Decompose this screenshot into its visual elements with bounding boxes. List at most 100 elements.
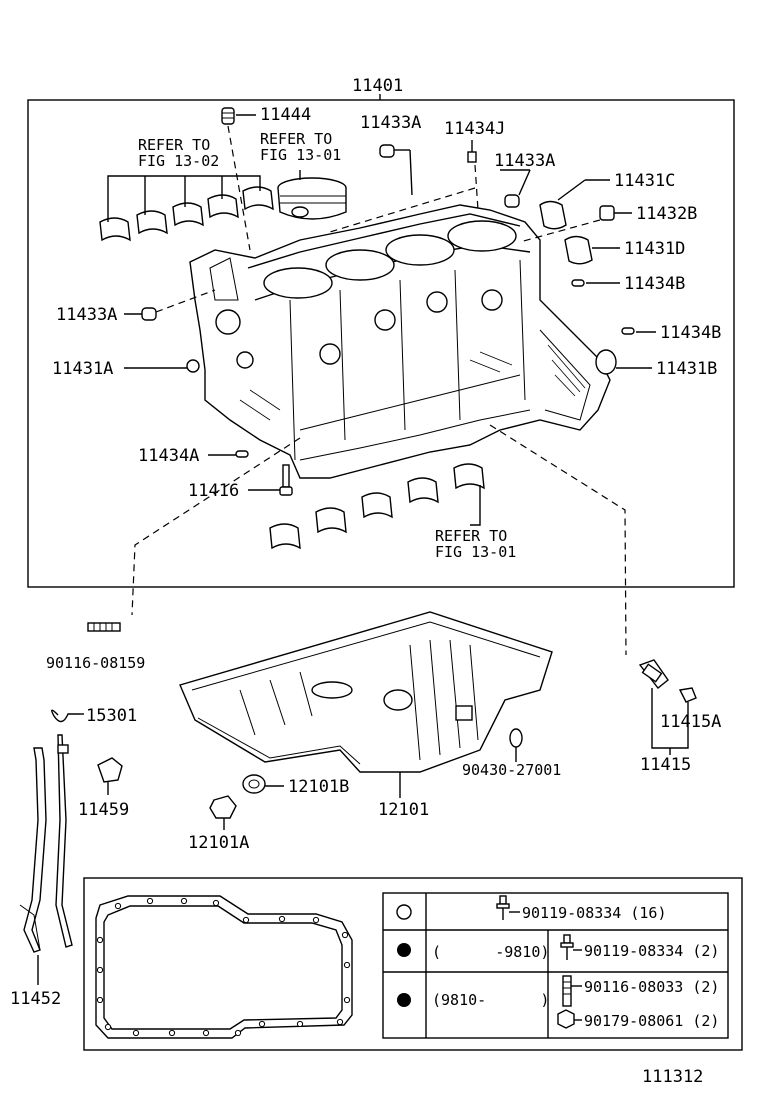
upper-bearings bbox=[99, 186, 274, 242]
pin-11434b-top bbox=[571, 279, 585, 287]
legend-filled-circle-symbol bbox=[397, 943, 411, 957]
callout-12101: 12101 bbox=[378, 800, 429, 820]
callout-11432b: 11432B bbox=[636, 204, 697, 224]
gasket-bolt-hole bbox=[180, 897, 188, 905]
callout-11444: 11444 bbox=[260, 105, 311, 125]
ring-15301 bbox=[51, 709, 80, 723]
clamp-11459 bbox=[97, 757, 123, 783]
pin-11434a bbox=[235, 450, 249, 458]
bolt-11415 bbox=[638, 659, 669, 689]
callout-11431b: 11431B bbox=[656, 359, 717, 379]
callout-90116-08159: 90116-08159 bbox=[46, 654, 145, 672]
callout-11433a-right: 11433A bbox=[494, 151, 555, 171]
gasket-bolt-hole bbox=[96, 966, 104, 974]
dipstick-11452 bbox=[19, 747, 47, 953]
callout-11434j: 11434J bbox=[444, 119, 505, 139]
cylinder-block-frame bbox=[27, 99, 735, 588]
plug-11431c bbox=[539, 200, 567, 230]
callout-11452: 11452 bbox=[10, 989, 61, 1009]
pin-11434b-mid bbox=[621, 327, 635, 335]
legend-row3-condition: (9810- ) bbox=[432, 991, 549, 1009]
refer-a-bracket bbox=[107, 175, 261, 222]
gasket-bolt-hole bbox=[312, 916, 320, 924]
cylinder-block-drawing bbox=[189, 204, 611, 479]
callout-11415: 11415 bbox=[640, 755, 691, 775]
stud-90116-08159 bbox=[87, 622, 121, 632]
plug-11415a bbox=[678, 687, 697, 703]
nut-icon bbox=[557, 1009, 575, 1029]
callout-12101b: 12101B bbox=[288, 777, 349, 797]
callout-11415a: 11415A bbox=[660, 712, 721, 732]
gasket-bolt-hole bbox=[278, 915, 286, 923]
plug-11431a bbox=[186, 359, 200, 373]
gasket-bolt-hole bbox=[234, 1029, 242, 1037]
legend-row3-part2: 90179-08061 (2) bbox=[584, 1012, 719, 1030]
refer-b-line2: FIG 13-01 bbox=[260, 146, 341, 164]
pan-gasket-outline bbox=[95, 895, 353, 1039]
callout-11434b-top: 11434B bbox=[624, 274, 685, 294]
bolt-icon bbox=[560, 934, 574, 960]
gasket-bolt-hole bbox=[96, 996, 104, 1004]
gasket-bolt-hole bbox=[296, 1020, 304, 1028]
plug-11433a-top bbox=[379, 144, 395, 158]
callout-11416: 11416 bbox=[188, 481, 239, 501]
bolt-11416 bbox=[279, 464, 293, 496]
gasket-bolt-hole bbox=[202, 1029, 210, 1037]
gasket-bolt-hole bbox=[242, 916, 250, 924]
legend-row3-part1: 90116-08033 (2) bbox=[584, 978, 719, 996]
gasket-bolt-hole bbox=[341, 931, 349, 939]
refer-b-line1: REFER TO bbox=[260, 130, 332, 148]
gasket-bolt-hole bbox=[212, 899, 220, 907]
callout-11433a-left: 11433A bbox=[56, 305, 117, 325]
callout-11431d: 11431D bbox=[624, 239, 685, 259]
refer-a-line1: REFER TO bbox=[138, 136, 210, 154]
refer-c-line1: REFER TO bbox=[435, 527, 507, 545]
figure-number: 111312 bbox=[642, 1067, 703, 1087]
callout-11431c: 11431C bbox=[614, 171, 675, 191]
plug-11433a-left bbox=[141, 307, 157, 321]
legend-row2-part: 90119-08334 (2) bbox=[584, 942, 719, 960]
bolt-icon bbox=[496, 895, 510, 920]
legend-filled-circle-symbol bbox=[397, 993, 411, 1007]
gasket-bolt-hole bbox=[146, 897, 154, 905]
legend-row2-condition: ( -9810) bbox=[432, 943, 549, 961]
refer-a-line2: FIG 13-02 bbox=[138, 152, 219, 170]
gasket-bolt-holes bbox=[96, 897, 351, 1037]
gasket-bolt-hole bbox=[114, 902, 122, 910]
assembly-label: 11401 bbox=[352, 76, 403, 96]
callout-11433a-top: 11433A bbox=[360, 113, 421, 133]
lower-bearings bbox=[269, 463, 485, 550]
gasket-bolt-hole bbox=[258, 1020, 266, 1028]
stud-icon bbox=[562, 975, 572, 1007]
pin-11434j bbox=[467, 151, 477, 163]
gasket-bolt-hole bbox=[168, 1029, 176, 1037]
legend-table bbox=[382, 892, 729, 1039]
gasket-bolt-hole bbox=[96, 936, 104, 944]
legend-row1-part: 90119-08334 (16) bbox=[522, 904, 667, 922]
callout-90430-27001: 90430-27001 bbox=[462, 761, 561, 779]
bolt-legend-frame bbox=[83, 877, 743, 1051]
gasket-bolt-hole bbox=[343, 996, 351, 1004]
gasket-bolt-hole bbox=[104, 1023, 112, 1031]
gasket-bolt-hole bbox=[132, 1029, 140, 1037]
callout-11459: 11459 bbox=[78, 800, 129, 820]
piston bbox=[277, 177, 347, 220]
callout-11431a: 11431A bbox=[52, 359, 113, 379]
gasket-90430-27001 bbox=[509, 728, 523, 748]
gasket-bolt-hole bbox=[336, 1018, 344, 1026]
dipstick-guide bbox=[55, 734, 73, 948]
refer-c-line2: FIG 13-01 bbox=[435, 543, 516, 561]
plug-11433a-right bbox=[504, 194, 520, 208]
gasket-bolt-hole bbox=[343, 961, 351, 969]
callout-15301: 15301 bbox=[86, 706, 137, 726]
legend-open-circle-symbol bbox=[396, 904, 412, 920]
callout-12101a: 12101A bbox=[188, 833, 249, 853]
plug-11431d bbox=[564, 235, 593, 265]
plug-11431b bbox=[595, 349, 617, 375]
plug-11444 bbox=[221, 107, 235, 125]
plug-11432b bbox=[599, 205, 615, 221]
callout-11434b-mid: 11434B bbox=[660, 323, 721, 343]
callout-11434a: 11434A bbox=[138, 446, 199, 466]
drain-plug-12101a bbox=[209, 795, 237, 819]
